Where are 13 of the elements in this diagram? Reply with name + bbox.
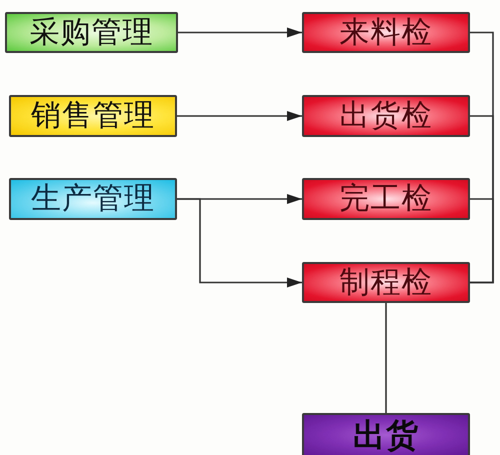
process-box: 制程检 [302, 262, 470, 303]
process-box: 完工检 [302, 178, 470, 220]
connector-line [385, 303, 387, 413]
process-box: 出货 [302, 413, 470, 455]
connector-line [470, 198, 494, 284]
process-box: 销售管理 [9, 95, 177, 137]
arrow [177, 111, 302, 121]
arrow [178, 28, 302, 38]
process-box: 出货检 [302, 95, 470, 137]
process-box: 来料检 [302, 12, 470, 53]
process-box: 采购管理 [5, 12, 178, 53]
arrow [177, 198, 302, 288]
process-box: 生产管理 [9, 178, 177, 220]
